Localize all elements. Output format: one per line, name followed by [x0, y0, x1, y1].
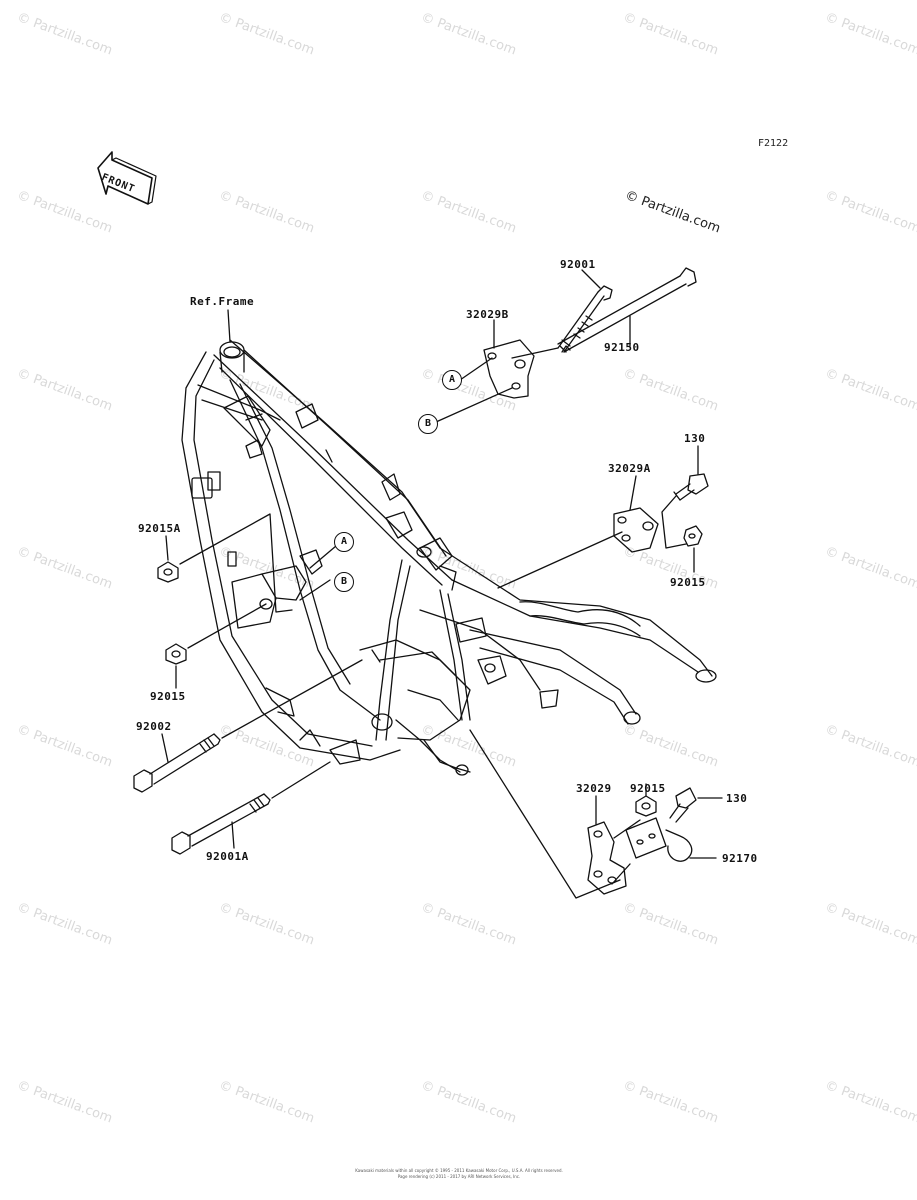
- bolt-130-bottom: [669, 787, 697, 823]
- bracket-32029B: [483, 339, 535, 399]
- part-label-32029[interactable]: 32029: [576, 782, 612, 795]
- leader-A-top: [459, 357, 493, 381]
- part-label-92150[interactable]: 92150: [604, 341, 640, 354]
- leader-B-top: [435, 387, 513, 423]
- plate-92170: [625, 817, 693, 862]
- front-arrow-icon: [97, 151, 157, 205]
- leader-92001: [581, 269, 601, 289]
- part-label-32029A[interactable]: 32029A: [608, 462, 651, 475]
- nut-92015-bottom: [635, 795, 657, 817]
- leader-32029A-bolt: [661, 495, 687, 549]
- part-label-130-top[interactable]: 130: [684, 432, 706, 445]
- part-label-92015-bottom[interactable]: 92015: [630, 782, 666, 795]
- leader-32029A-frame: [497, 531, 623, 589]
- bolt-92001A: [171, 793, 271, 855]
- callout-a-top: A: [442, 370, 462, 390]
- leader-92001A: [231, 821, 235, 849]
- leader-B-left: [299, 579, 331, 601]
- bolt-92001: [557, 285, 613, 353]
- part-label-92001[interactable]: 92001: [560, 258, 596, 271]
- nut-92015-right: [683, 525, 703, 547]
- nut-92015-left: [165, 643, 187, 665]
- copyright-line-1: Kawasaki materials within all copyright …: [355, 1168, 563, 1173]
- leader-92015-left-frame: [187, 603, 267, 649]
- leader-92002-frame: [221, 659, 363, 739]
- part-label-92015-left[interactable]: 92015: [150, 690, 186, 703]
- leader-92015A-frame: [179, 513, 293, 613]
- leader-32029A: [629, 475, 637, 511]
- leader-A-left: [309, 545, 337, 569]
- ref-frame-leader: [227, 309, 231, 343]
- part-label-92170[interactable]: 92170: [722, 852, 758, 865]
- leader-92015A: [165, 535, 169, 561]
- callout-a-left: A: [334, 532, 354, 552]
- leader-32029-frame: [469, 729, 621, 899]
- ref-frame-label: Ref.Frame: [190, 295, 255, 308]
- bolt-92002: [133, 733, 221, 793]
- part-label-130-bottom[interactable]: 130: [726, 792, 748, 805]
- nut-92015A: [157, 561, 179, 583]
- leader-32029B-bolt: [511, 347, 559, 359]
- part-label-92015A[interactable]: 92015A: [138, 522, 181, 535]
- leader-92001A-frame: [271, 761, 331, 799]
- bracket-32029: [587, 821, 627, 895]
- bolt-130-top: [673, 473, 709, 501]
- figure-number: F2122: [758, 138, 789, 149]
- bolt-92150: [557, 267, 697, 353]
- leader-92002: [161, 733, 169, 763]
- part-label-92002[interactable]: 92002: [136, 720, 172, 733]
- part-label-92015-right[interactable]: 92015: [670, 576, 706, 589]
- frame-body: [181, 339, 717, 776]
- leader-32029-plate: [611, 819, 641, 885]
- bracket-32029A: [613, 507, 659, 553]
- copyright-line-2: Page rendering (c) 2011 - 2017 by ARI Ne…: [397, 1174, 521, 1179]
- callout-b-left: B: [334, 572, 354, 592]
- part-label-32029B[interactable]: 32029B: [466, 308, 509, 321]
- part-label-92001A[interactable]: 92001A: [206, 850, 249, 863]
- callout-b-top: B: [418, 414, 438, 434]
